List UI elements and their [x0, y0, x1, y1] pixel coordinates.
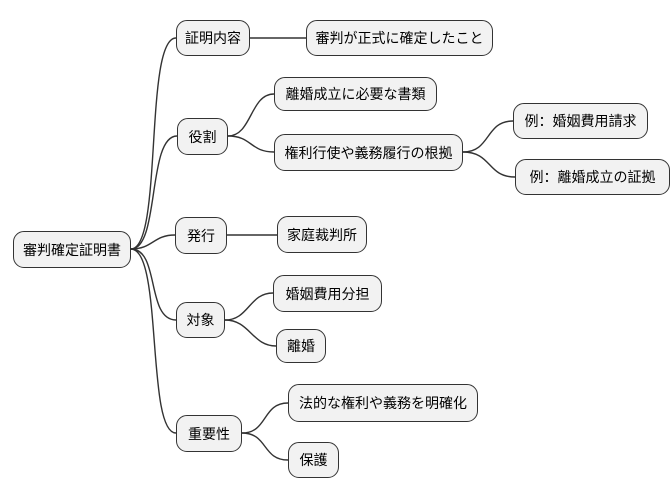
connector-root-subject: [130, 248, 177, 321]
connector-root-role: [130, 135, 178, 250]
connector-root-issuer: [130, 234, 176, 250]
node-clarify-rights: 法的な権利や義務を明確化: [288, 384, 478, 422]
node-divorce-documents: 離婚成立に必要な書類: [274, 77, 437, 111]
connector-rights-basis-example-marriage-expenses: [462, 120, 514, 153]
node-root: 審判確定証明書: [13, 231, 131, 268]
connector-root-importance: [130, 248, 177, 434]
node-protection: 保護: [288, 442, 339, 478]
node-importance: 重要性: [176, 415, 242, 452]
node-example-marriage-expenses: 例：婚姻費用請求: [513, 103, 648, 139]
node-marriage-expense-sharing: 婚姻費用分担: [273, 275, 382, 312]
connector-subject-expense-sharing: [224, 292, 274, 321]
connector-importance-clarify-rights: [241, 402, 289, 434]
connector-subject-divorce: [224, 319, 277, 347]
connector-role-divorce-documents: [227, 93, 275, 137]
node-subject: 対象: [176, 302, 225, 338]
node-adjudication-finalized: 審判が正式に確定したこと: [306, 20, 493, 56]
connector-rights-basis-example-divorce-proof: [462, 151, 516, 178]
node-issuer: 発行: [175, 217, 227, 254]
node-example-divorce-proof: 例：離婚成立の証拠: [515, 159, 670, 195]
node-certified-content: 証明内容: [176, 20, 250, 56]
node-family-court: 家庭裁判所: [277, 216, 367, 253]
connector-importance-protection: [241, 432, 289, 461]
node-rights-basis: 権利行使や義務履行の根拠: [274, 134, 463, 171]
connector-role-rights-basis: [227, 135, 275, 153]
node-divorce: 離婚: [276, 329, 326, 363]
connector-root-certified-content: [130, 37, 177, 250]
node-role: 役割: [177, 118, 228, 155]
